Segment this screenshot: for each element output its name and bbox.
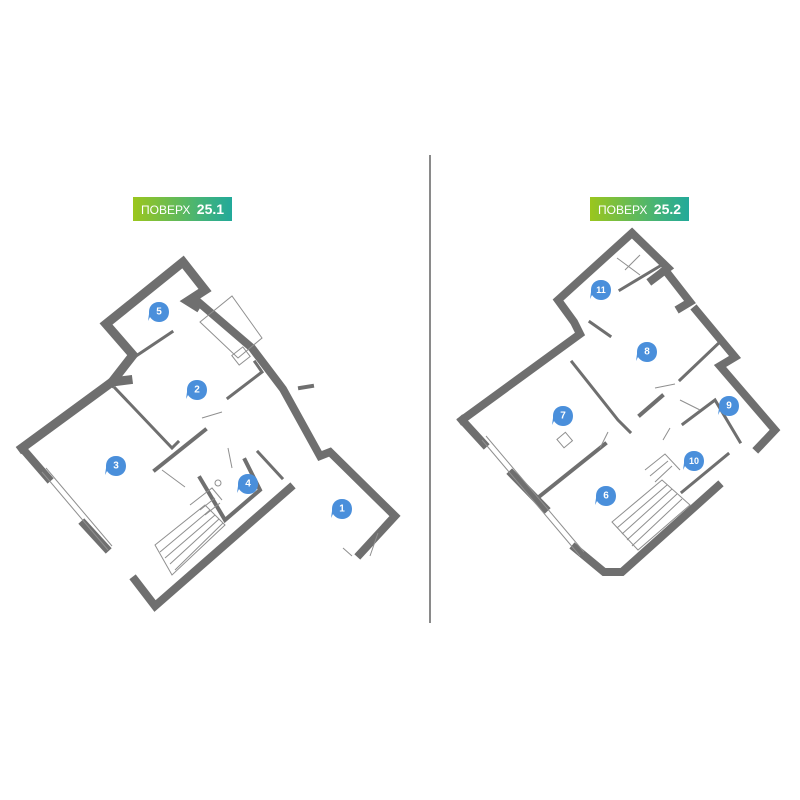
room-pin-8-label: 8 [644,347,650,358]
room-pin-8[interactable]: 8 [636,342,657,362]
floor-plan-25-2: 11 8 7 9 10 6 [456,227,781,576]
room-pin-7-label: 7 [560,411,566,422]
floor-divider [429,155,431,623]
room-pin-10[interactable]: 10 [683,451,704,471]
room-pin-4[interactable]: 4 [237,474,258,494]
floor-number: 25.1 [196,201,225,217]
floor-label-word: ПОВЕРХ [598,203,648,217]
room-pin-6[interactable]: 6 [595,486,616,506]
floor-label-25-2: ПОВЕРХ 25.2 [590,197,690,221]
floor-number: 25.2 [653,201,682,217]
room-pin-5[interactable]: 5 [148,302,169,322]
room-pin-6-label: 6 [603,491,609,502]
room-pin-2-label: 2 [194,385,200,396]
room-pin-7[interactable]: 7 [552,406,573,426]
room-pin-3-label: 3 [113,461,119,472]
room-pin-4-label: 4 [245,479,251,490]
room-pin-11-label: 11 [596,285,606,295]
stairs-25-2 [611,453,691,551]
stairs-25-1 [154,487,226,576]
room-pin-9-label: 9 [726,401,732,412]
room-pin-2[interactable]: 2 [186,380,207,400]
room-pin-9[interactable]: 9 [718,396,739,416]
room-pin-3[interactable]: 3 [105,456,126,476]
room-pin-1[interactable]: 1 [331,499,352,519]
floor-label-word: ПОВЕРХ [141,203,191,217]
room-pin-5-label: 5 [156,307,162,318]
room-pin-10-label: 10 [689,456,699,466]
room-pin-11[interactable]: 11 [590,280,611,300]
floor-plan-25-1: 5 2 3 4 1 [15,255,401,612]
floor-label-25-1: ПОВЕРХ 25.1 [133,197,233,221]
room-pin-1-label: 1 [339,504,345,515]
